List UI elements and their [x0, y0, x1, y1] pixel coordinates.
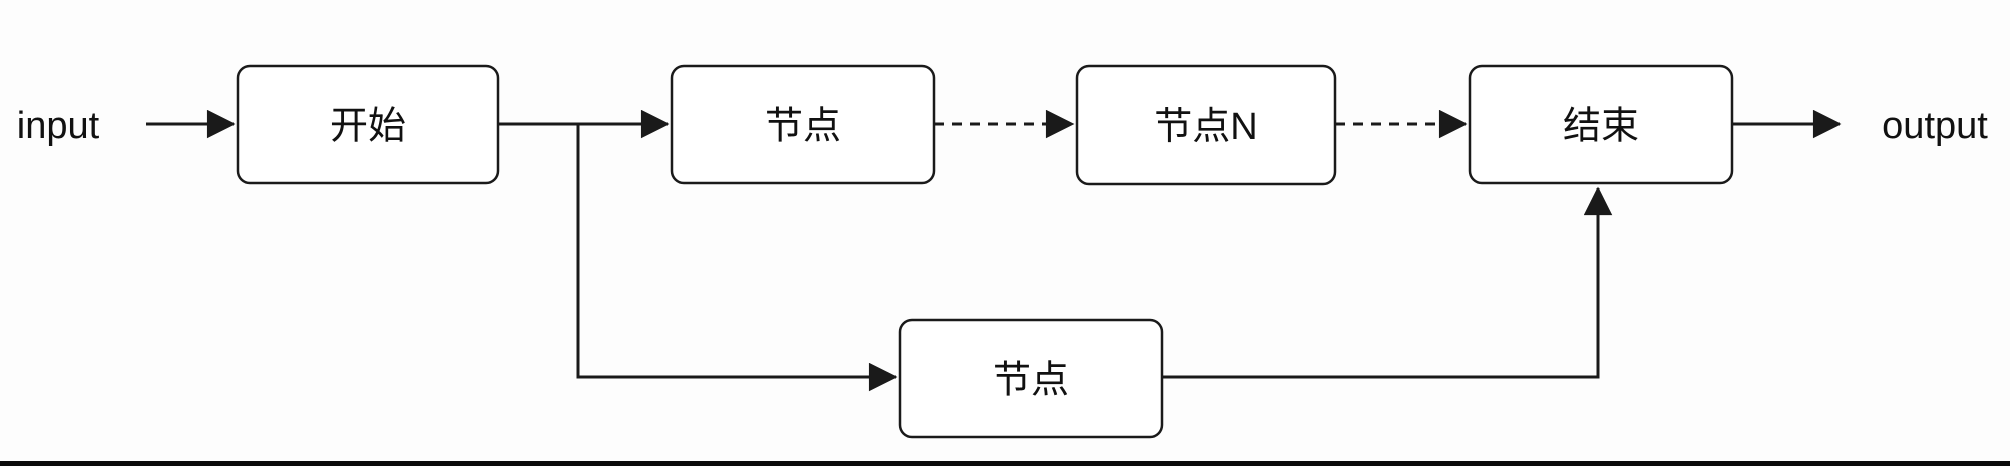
flow-node-node-branch: 节点 — [898, 318, 1164, 439]
edge-start-branch-to-node2 — [576, 124, 898, 392]
flow-node-node-1: 节点 — [670, 64, 936, 185]
end-box — [1468, 64, 1734, 185]
flow-node-end: 结束 — [1468, 64, 1734, 185]
node-branch-label: 节点 — [993, 360, 1069, 402]
node-n-label: 节点N — [1154, 106, 1257, 148]
edges-layer — [146, 109, 1842, 392]
output-label: output — [1882, 105, 1988, 147]
start-box — [236, 64, 500, 185]
flow-node-node-n: 节点N — [1075, 64, 1337, 186]
node-1-label: 节点 — [765, 106, 841, 148]
divider-layer — [0, 461, 2010, 466]
bottom-divider — [0, 461, 2010, 466]
node-branch-box — [898, 318, 1164, 439]
node-1-box — [670, 64, 936, 185]
node-n-box — [1075, 64, 1337, 186]
edge-node2-to-end — [1162, 186, 1613, 379]
input-label: input — [17, 105, 100, 147]
flow-node-start: 开始 — [236, 64, 500, 185]
start-label: 开始 — [330, 106, 406, 148]
labels-layer: input output — [17, 105, 1988, 147]
end-label: 结束 — [1563, 106, 1639, 148]
